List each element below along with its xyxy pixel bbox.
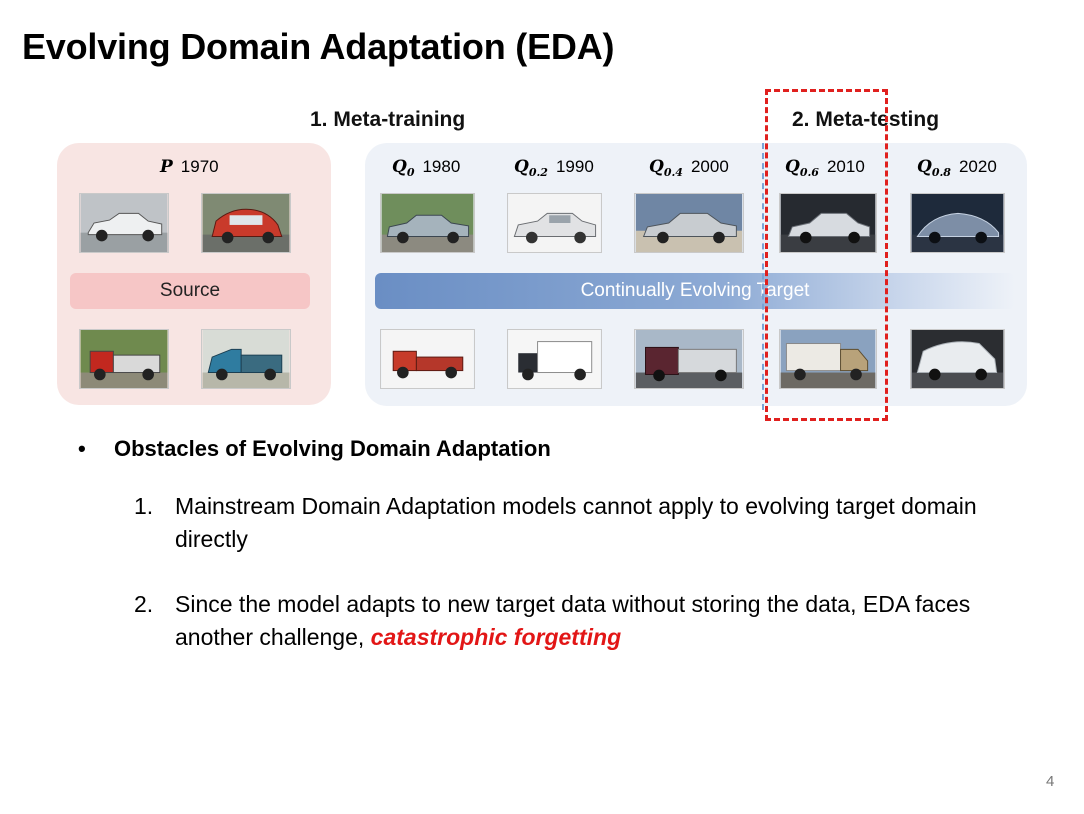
obstacle-item: 2. Since the model adapts to new target …	[134, 588, 995, 654]
car-image-1970-b	[201, 193, 291, 253]
truck-image-1990	[507, 329, 602, 389]
truck-image-1980	[380, 329, 475, 389]
obstacle-text: Since the model adapts to new target dat…	[175, 591, 971, 650]
truck-image-1970-b	[201, 329, 291, 389]
truck-image-2010	[779, 329, 877, 389]
source-domain-year: 1970	[180, 157, 219, 176]
car-image-1980	[380, 193, 475, 253]
meta-testing-dashed-box	[765, 89, 888, 421]
car-image-2010	[779, 193, 877, 253]
truck-image-2020	[910, 329, 1005, 389]
obstacles-section: • Obstacles of Evolving Domain Adaptatio…	[78, 436, 1028, 686]
page-number: 4	[1046, 773, 1055, 790]
car-image-1990	[507, 193, 602, 253]
source-bar: Source	[70, 273, 310, 309]
obstacle-item: 1. Mainstream Domain Adaptation models c…	[134, 490, 995, 556]
obstacle-text: Mainstream Domain Adaptation models cann…	[175, 493, 977, 552]
catastrophic-forgetting-highlight: catastrophic forgetting	[370, 624, 622, 650]
bullet-dot: •	[78, 436, 86, 461]
meta-testing-label: 2. Meta-testing	[792, 108, 940, 131]
continually-evolving-target-bar: Continually Evolving Target	[375, 273, 1015, 309]
truck-image-2000	[634, 329, 744, 389]
slide-title: Evolving Domain Adaptation (EDA)	[22, 26, 615, 67]
source-domain-symbol: P	[160, 157, 173, 177]
truck-image-1970-a	[79, 329, 169, 389]
meta-training-label: 1. Meta-training	[310, 108, 466, 131]
obstacles-list: 1. Mainstream Domain Adaptation models c…	[78, 490, 1028, 654]
obstacles-heading-text: Obstacles of Evolving Domain Adaptation	[114, 436, 551, 461]
meta-phase-divider	[762, 143, 764, 410]
car-image-2020	[910, 193, 1005, 253]
car-image-2000	[634, 193, 744, 253]
obstacles-heading: • Obstacles of Evolving Domain Adaptatio…	[78, 436, 1028, 462]
obstacle-number: 1.	[134, 493, 154, 519]
obstacle-number: 2.	[134, 591, 154, 617]
source-domain-label: P 1970	[160, 157, 219, 177]
car-image-1970-a	[79, 193, 169, 253]
